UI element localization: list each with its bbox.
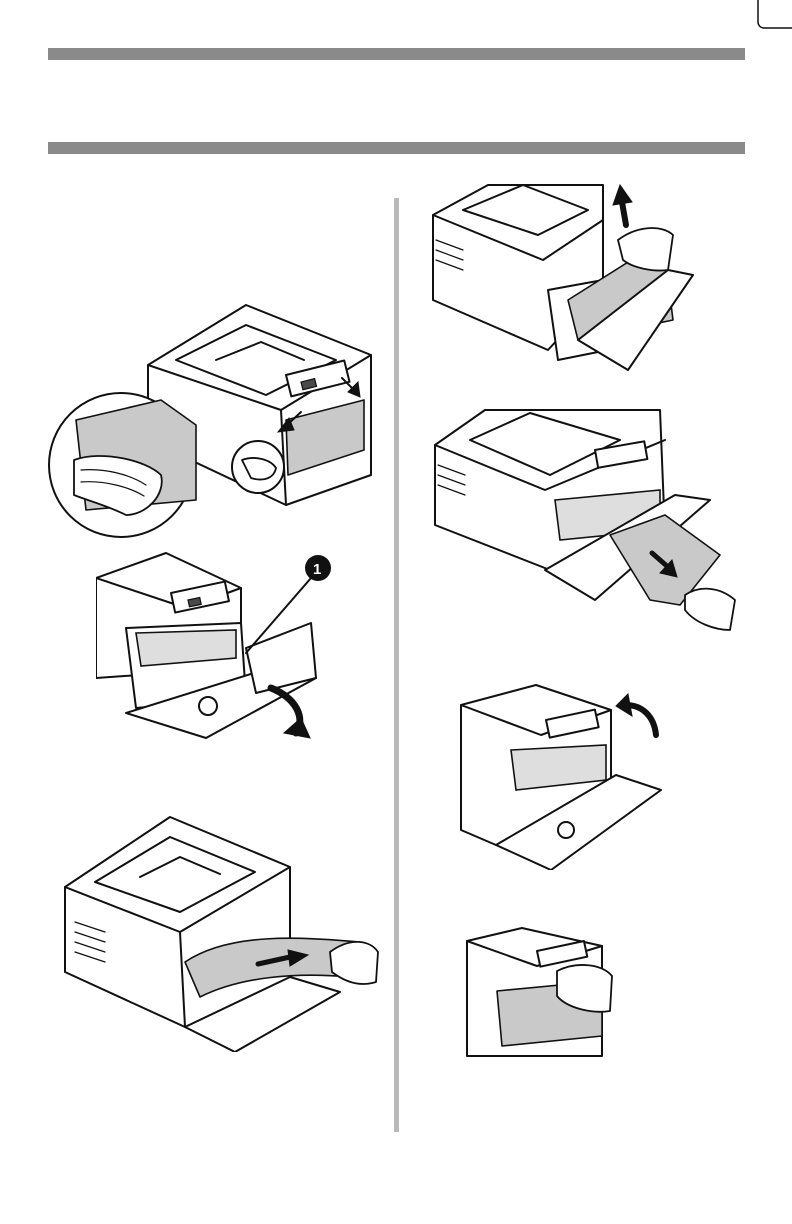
arrow-up-icon [613,185,632,225]
printer-pull-paper-out-illustration [430,405,748,640]
rotate-arrow-icon [616,694,656,735]
printer-pull-paper-up-illustration [428,180,708,380]
crop-mark [0,0,792,40]
magnifier-circle [49,393,196,537]
printer-close-unit-illustration [456,680,666,870]
column-divider [394,198,399,1132]
header-rule-bottom [48,142,745,154]
svg-text:1: 1 [313,561,321,578]
magnifier-small-circle [232,441,284,493]
printer-remove-paper-illustration [60,812,380,1052]
printer-open-front-cover-illustration [46,300,386,540]
printer-duplex-unit-release-illustration: 1 [96,548,341,758]
header-rule-top [48,48,745,60]
printer-close-front-cover-illustration [462,926,622,1066]
